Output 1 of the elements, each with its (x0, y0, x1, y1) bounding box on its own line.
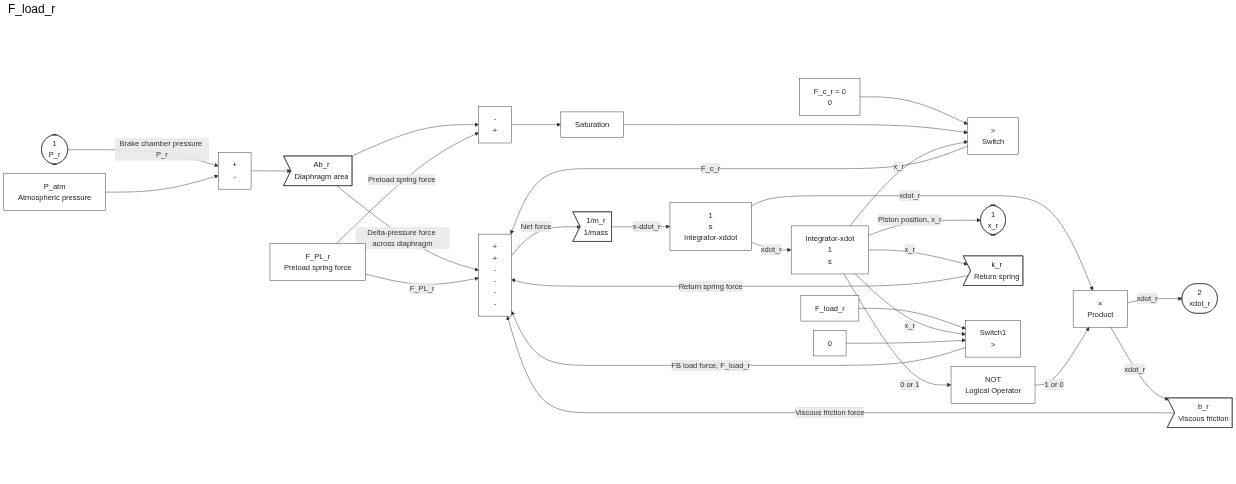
note-text: F_load_r (8, 2, 56, 16)
